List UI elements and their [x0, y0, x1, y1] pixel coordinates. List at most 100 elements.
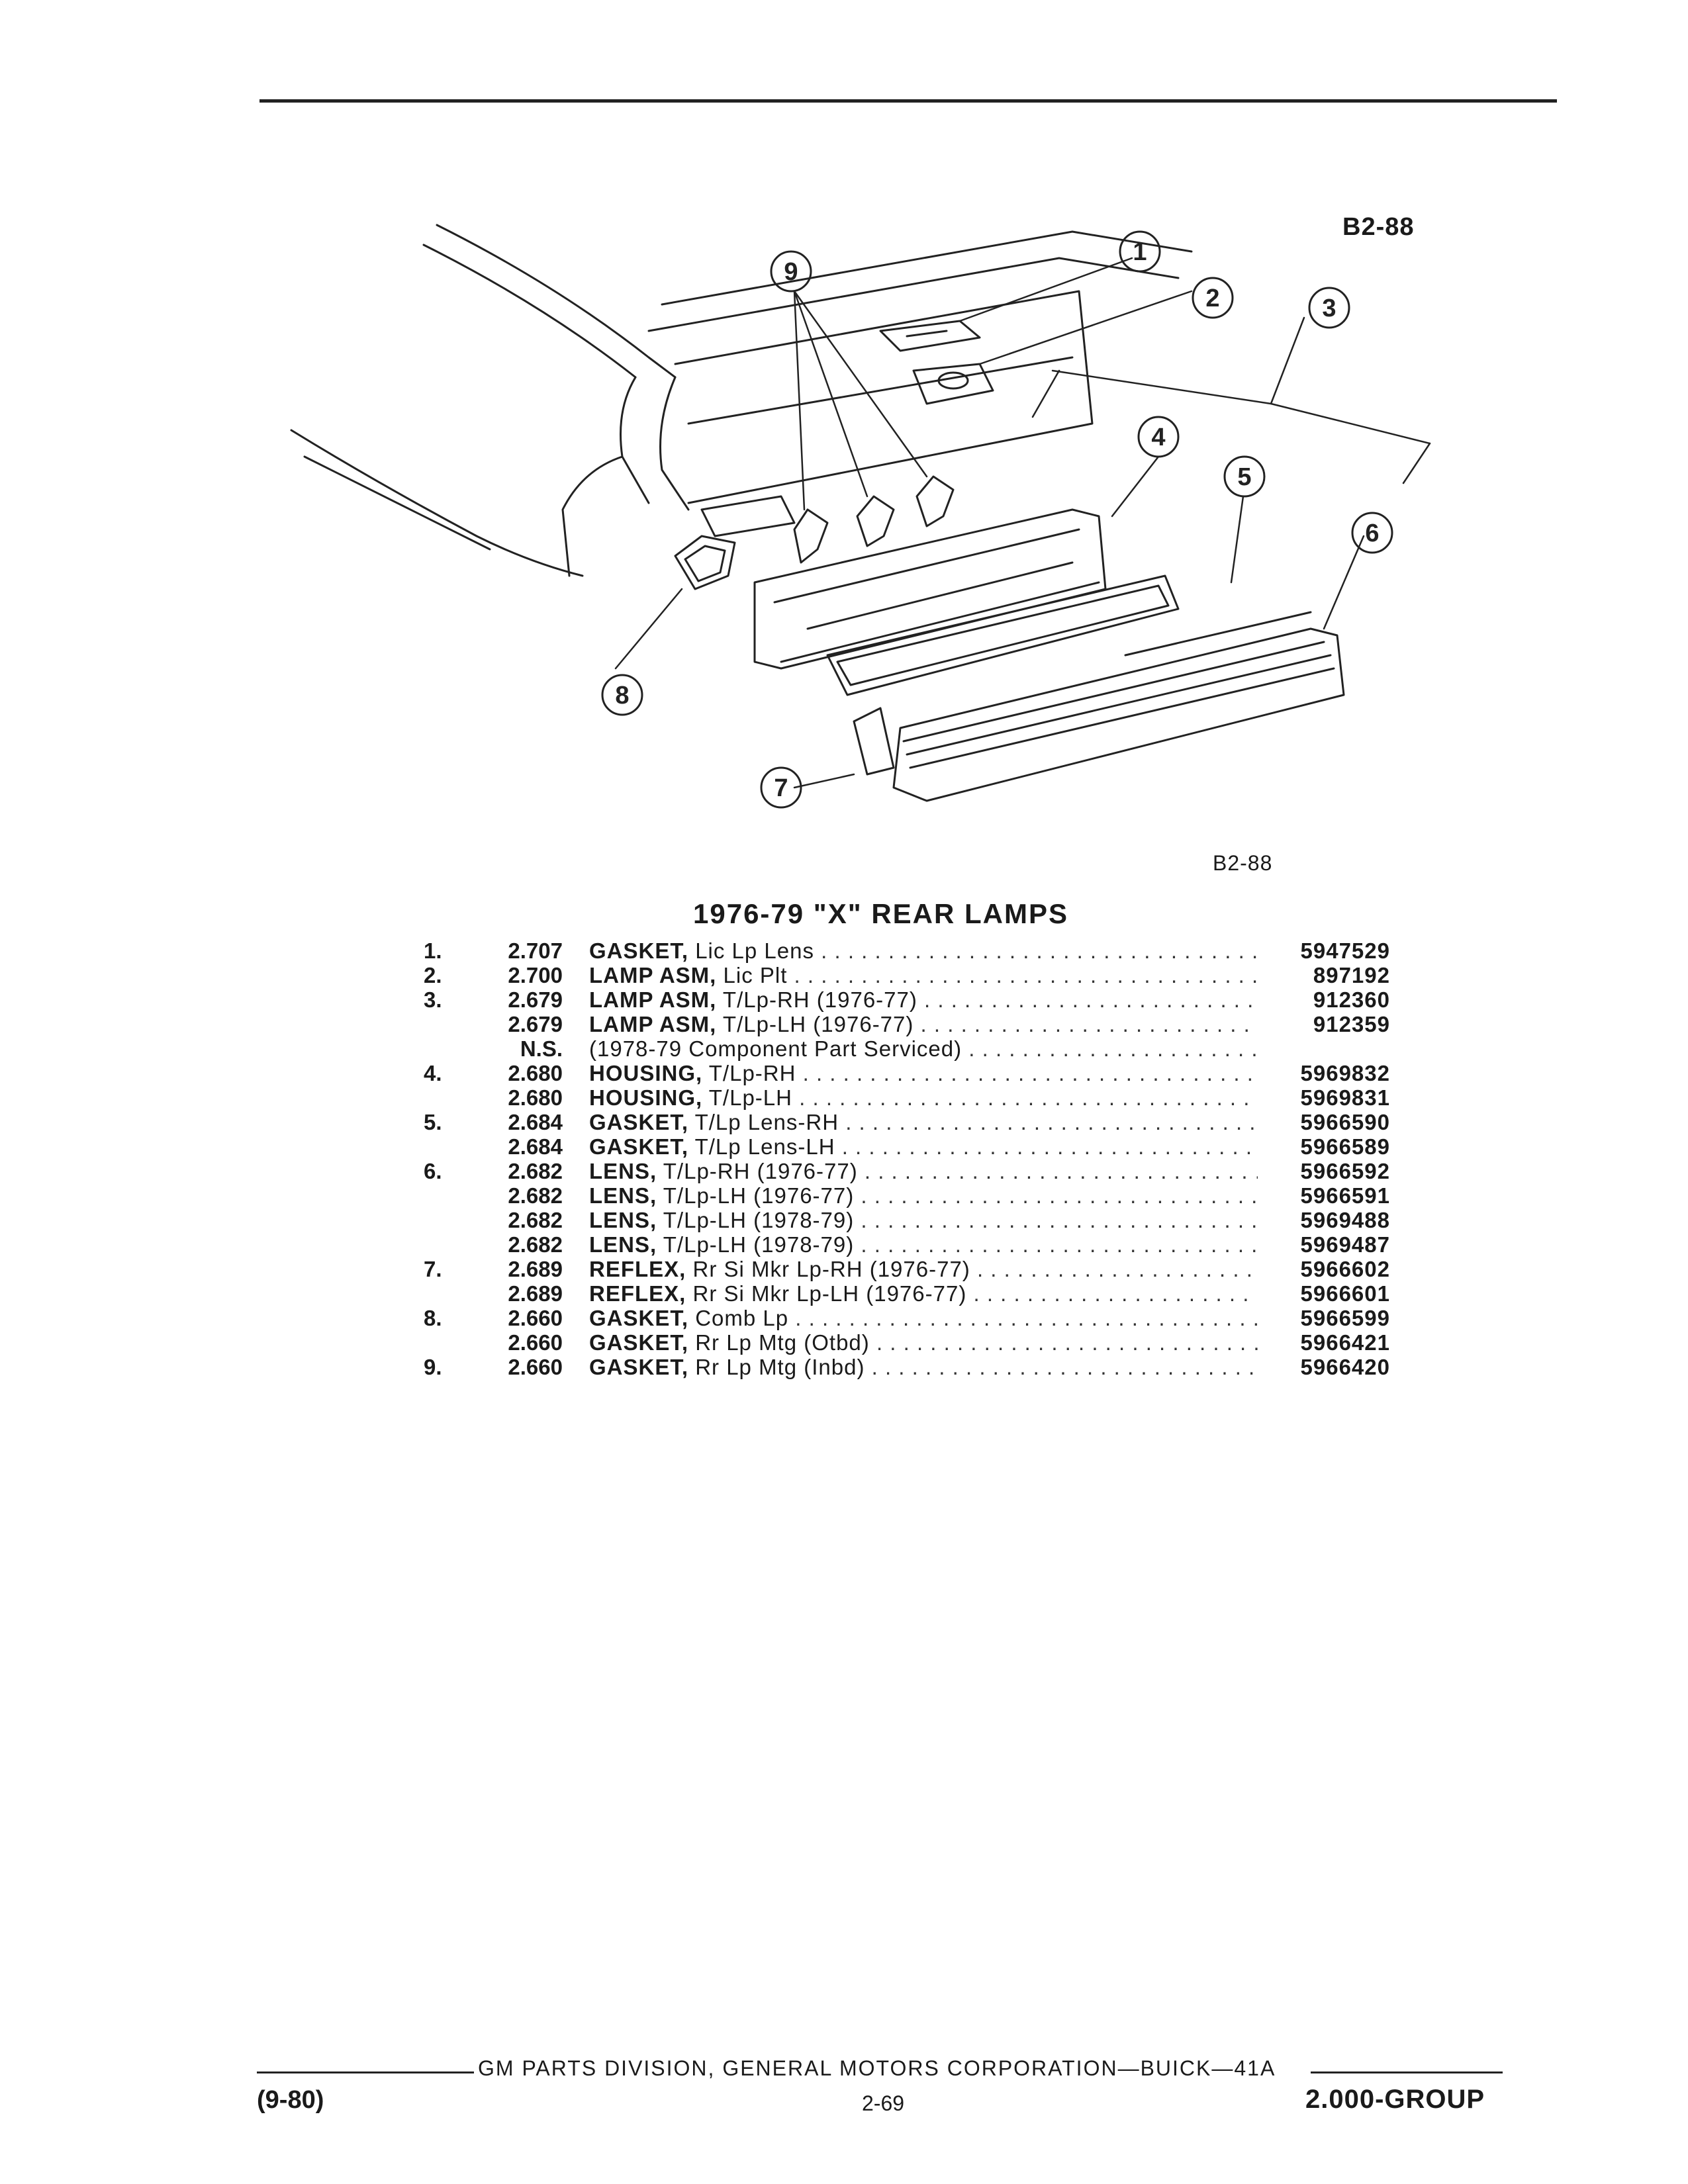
- part-number: 5969831: [1300, 1085, 1390, 1110]
- part-name: LENS,: [589, 1232, 657, 1257]
- leader-dots: . . . . . . . . . . . . . . . . . . . . …: [973, 1281, 1258, 1306]
- footer-rule-left: [257, 2071, 474, 2073]
- part-detail: Rr Si Mkr Lp-LH (1976-77): [692, 1281, 967, 1306]
- part-name: HOUSING,: [589, 1061, 703, 1085]
- leader-dots: . . . . . . . . . . . . . . . . . . . . …: [795, 1306, 1258, 1330]
- part-detail: T/Lp-LH (1978-79): [663, 1232, 855, 1257]
- callout-1: 1: [1133, 238, 1147, 266]
- group-number: N.S.: [520, 1036, 563, 1061]
- callout-2: 2: [1205, 285, 1219, 312]
- callout-9: 9: [784, 258, 798, 286]
- part-description: LAMP ASM, T/Lp-LH (1976-77) . . . . . . …: [589, 1012, 1258, 1036]
- part-number: 5966590: [1300, 1110, 1390, 1134]
- part-number: 5966601: [1300, 1281, 1390, 1306]
- group-number: 2.660: [508, 1355, 563, 1379]
- housing-4-shape: [753, 508, 1107, 670]
- part-name: GASKET,: [589, 1355, 689, 1379]
- group-number: 2.680: [508, 1085, 563, 1110]
- leader-dots: . . . . . . . . . . . . . . . . . . . . …: [861, 1232, 1258, 1257]
- part-detail: T/Lp-LH (1976-77): [722, 1012, 914, 1036]
- part-number: 912360: [1313, 987, 1390, 1012]
- part-name: GASKET,: [589, 1134, 689, 1159]
- car-body-outline: [290, 224, 1193, 577]
- parts-row: N.S. (1978-79 Component Part Serviced) .…: [410, 1036, 1390, 1061]
- part-description: LAMP ASM, Lic Plt . . . . . . . . . . . …: [589, 963, 1258, 987]
- reflex-7-shape: [853, 707, 895, 776]
- callout-8: 8: [615, 682, 629, 709]
- part-description: GASKET, T/Lp Lens-LH . . . . . . . . . .…: [589, 1134, 1258, 1159]
- part-number: 5969487: [1300, 1232, 1390, 1257]
- part-name: LAMP ASM,: [589, 963, 717, 987]
- figure-code-top: B2-88: [1342, 213, 1415, 241]
- top-rule: [259, 99, 1557, 103]
- callout-circles: [601, 230, 1393, 809]
- group-number: 2.682: [508, 1232, 563, 1257]
- part-detail: Rr Si Mkr Lp-RH (1976-77): [692, 1257, 970, 1281]
- gasket-9-shapes: [793, 475, 955, 564]
- leader-dots: . . . . . . . . . . . . . . . . . . . . …: [799, 1085, 1258, 1110]
- group-number: 2.682: [508, 1183, 563, 1208]
- part-number: 897192: [1313, 963, 1390, 987]
- section-title: 1976-79 "X" REAR LAMPS: [693, 898, 1068, 929]
- group-number: 2.679: [508, 987, 563, 1012]
- part-number: 5966420: [1300, 1355, 1390, 1379]
- part-description: LENS, T/Lp-LH (1978-79) . . . . . . . . …: [589, 1232, 1258, 1257]
- part-detail: Comb Lp: [695, 1306, 789, 1330]
- group-number: 2.682: [508, 1159, 563, 1183]
- group-number: 2.680: [508, 1061, 563, 1085]
- parts-row: 2.689 REFLEX, Rr Si Mkr Lp-LH (1976-77) .…: [410, 1281, 1390, 1306]
- part-detail: T/Lp-LH: [708, 1085, 792, 1110]
- item-number: 1.: [424, 938, 442, 963]
- part-description: LENS, T/Lp-LH (1978-79) . . . . . . . . …: [589, 1208, 1258, 1232]
- group-number: 2.689: [508, 1257, 563, 1281]
- license-lamp-parts: [879, 320, 994, 405]
- group-number: 2.689: [508, 1281, 563, 1306]
- leader-dots: . . . . . . . . . . . . . . . . . . . . …: [841, 1134, 1258, 1159]
- part-number: 5966599: [1300, 1306, 1390, 1330]
- part-description: REFLEX, Rr Si Mkr Lp-LH (1976-77) . . . …: [589, 1281, 1258, 1306]
- part-number: 5966591: [1300, 1183, 1390, 1208]
- parts-row: 2.680 HOUSING, T/Lp-LH . . . . . . . . . …: [410, 1085, 1390, 1110]
- leader-dots: . . . . . . . . . . . . . . . . . . . . …: [920, 1012, 1258, 1036]
- part-name: GASKET,: [589, 1110, 689, 1134]
- gasket-5-shape: [826, 574, 1180, 696]
- footer-group: 2.000-GROUP: [1305, 2085, 1485, 2114]
- part-name: GASKET,: [589, 1306, 689, 1330]
- leader-dots: . . . . . . . . . . . . . . . . . . . . …: [871, 1355, 1258, 1379]
- part-description: GASKET, Lic Lp Lens . . . . . . . . . . …: [589, 938, 1258, 963]
- part-number: 5966592: [1300, 1159, 1390, 1183]
- leader-dots: . . . . . . . . . . . . . . . . . . . . …: [864, 1159, 1258, 1183]
- part-name: LENS,: [589, 1159, 657, 1183]
- part-name: REFLEX,: [589, 1281, 686, 1306]
- part-description: GASKET, Comb Lp . . . . . . . . . . . . …: [589, 1306, 1258, 1330]
- part-description: LENS, T/Lp-LH (1976-77) . . . . . . . . …: [589, 1183, 1258, 1208]
- part-name: LENS,: [589, 1183, 657, 1208]
- part-name: GASKET,: [589, 938, 689, 963]
- part-number: 5966421: [1300, 1330, 1390, 1355]
- item-number: 2.: [424, 963, 442, 987]
- part-description: HOUSING, T/Lp-LH . . . . . . . . . . . .…: [589, 1085, 1258, 1110]
- part-number: 5969488: [1300, 1208, 1390, 1232]
- leader-dots: . . . . . . . . . . . . . . . . . . . . …: [821, 938, 1258, 963]
- part-detail: T/Lp-LH (1976-77): [663, 1183, 855, 1208]
- leader-dots: . . . . . . . . . . . . . . . . . . . . …: [802, 1061, 1258, 1085]
- part-description: LENS, T/Lp-RH (1976-77) . . . . . . . . …: [589, 1159, 1258, 1183]
- footer-page-number: 2-69: [862, 2091, 905, 2115]
- parts-row: 2.682 LENS, T/Lp-LH (1978-79) . . . . . .…: [410, 1232, 1390, 1257]
- footer-rule-right: [1311, 2071, 1503, 2073]
- part-detail: T/Lp Lens-LH: [694, 1134, 835, 1159]
- group-number: 2.682: [508, 1208, 563, 1232]
- group-number: 2.660: [508, 1330, 563, 1355]
- leader-dots: . . . . . . . . . . . . . . . . . . . . …: [794, 963, 1258, 987]
